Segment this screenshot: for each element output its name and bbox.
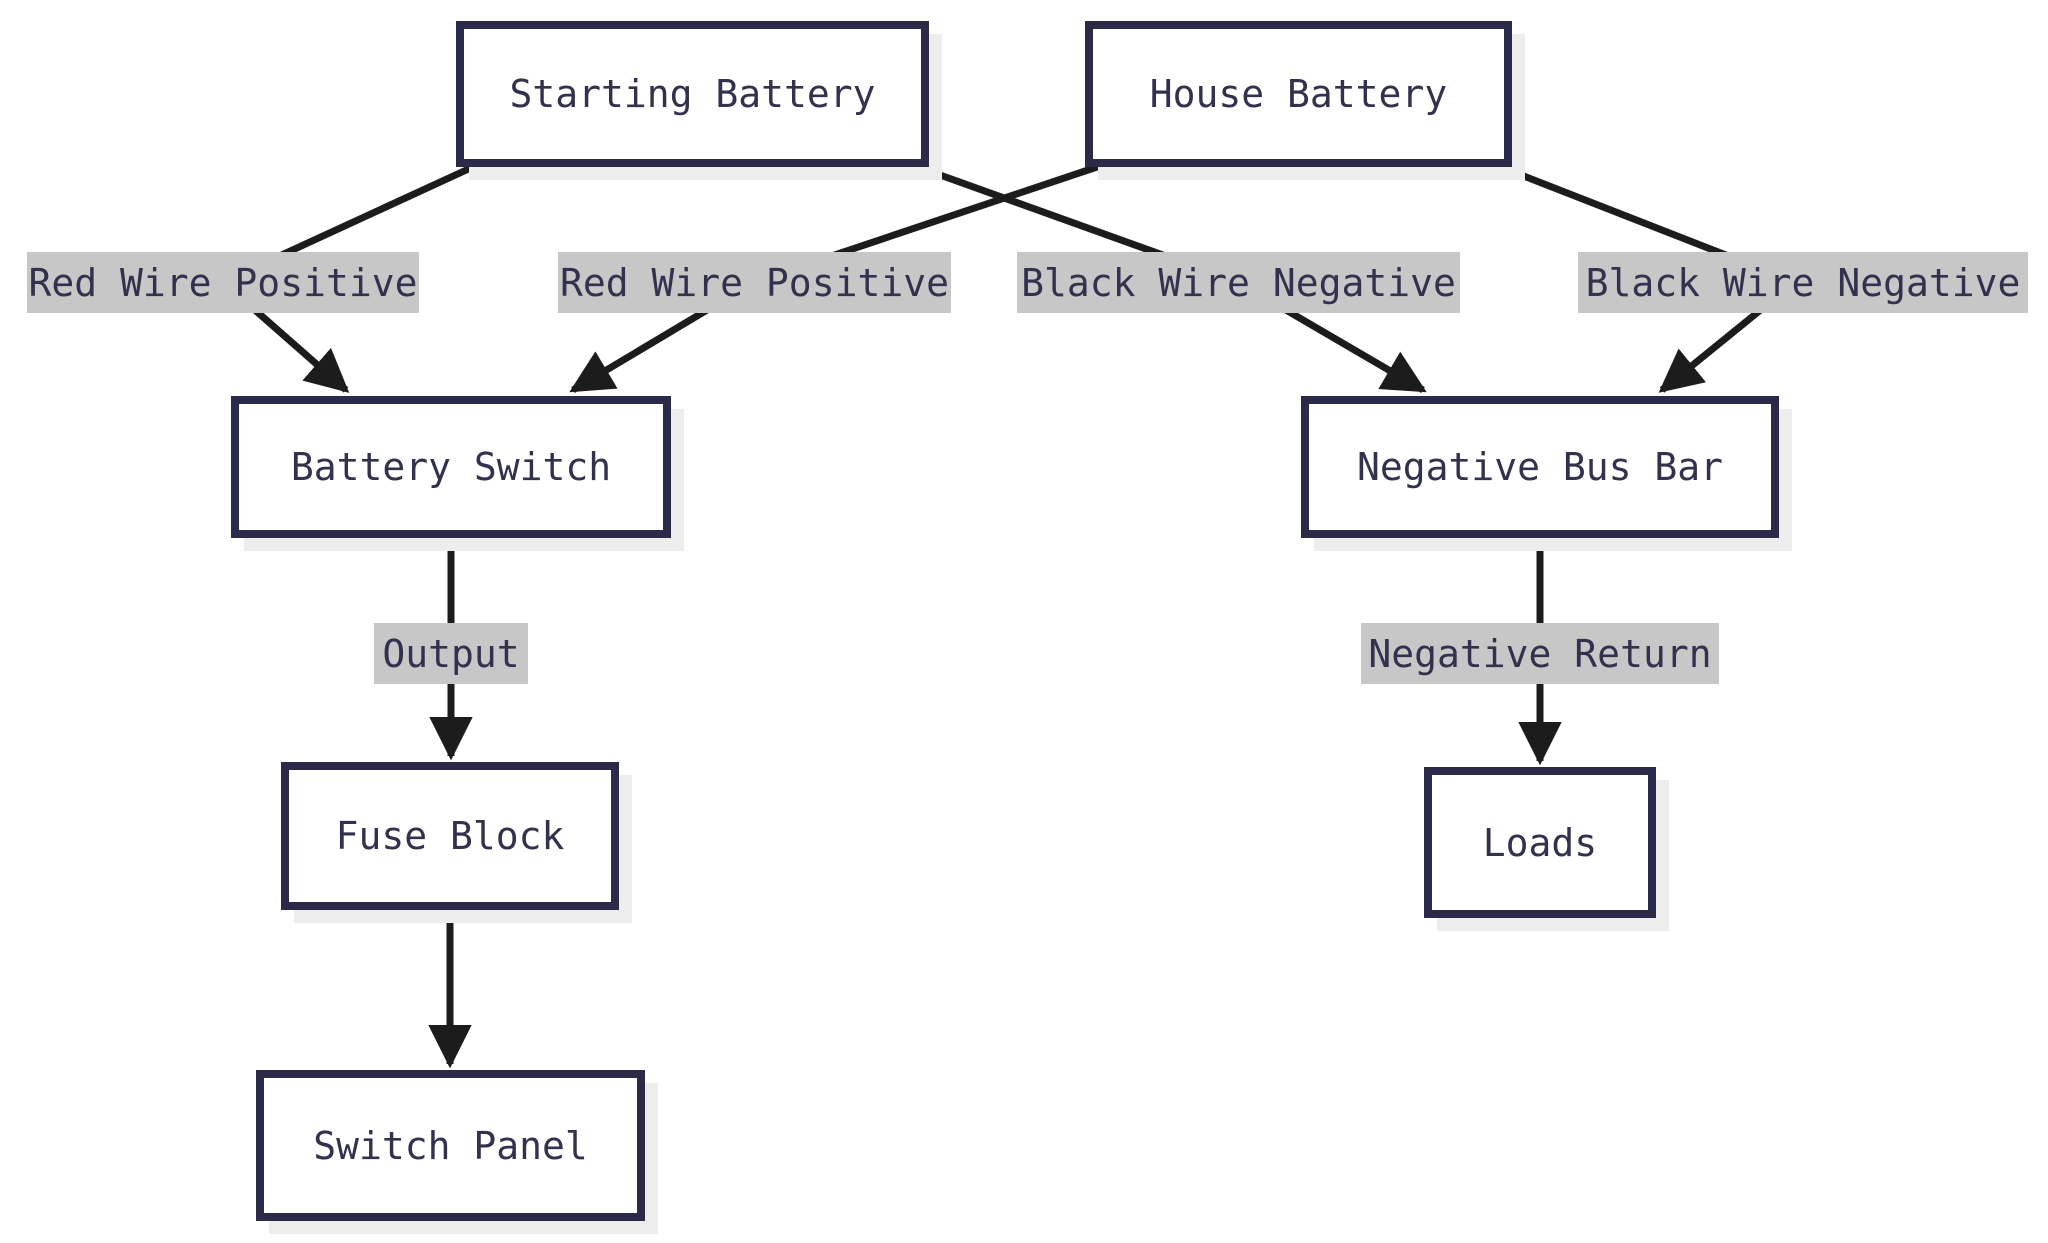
node-house-battery: House Battery [1085, 21, 1512, 167]
node-switch-panel: Switch Panel [256, 1070, 645, 1221]
node-loads: Loads [1424, 767, 1656, 918]
node-loads-label: Loads [1482, 820, 1598, 865]
node-starting-battery-label: Starting Battery [509, 72, 876, 116]
edge-label-output: Output [374, 623, 528, 684]
node-negative-bus-bar: Negative Bus Bar [1301, 396, 1779, 538]
node-switch-panel-label: Switch Panel [313, 1123, 588, 1168]
node-house-battery-label: House Battery [1149, 72, 1448, 116]
edge-label-red-wire-positive-2: Red Wire Positive [558, 252, 951, 313]
edge-label-negative-return: Negative Return [1361, 623, 1719, 684]
edge-label-black-wire-negative-2: Black Wire Negative [1578, 252, 2028, 313]
node-starting-battery: Starting Battery [456, 21, 929, 167]
node-fuse-block: Fuse Block [281, 762, 619, 910]
node-negative-bus-bar-label: Negative Bus Bar [1356, 445, 1724, 489]
edge-label-red-wire-positive-1: Red Wire Positive [27, 252, 419, 313]
node-battery-switch: Battery Switch [231, 396, 671, 538]
node-battery-switch-label: Battery Switch [290, 445, 612, 489]
node-fuse-block-label: Fuse Block [335, 814, 565, 858]
edge-label-black-wire-negative-1: Black Wire Negative [1017, 252, 1460, 313]
